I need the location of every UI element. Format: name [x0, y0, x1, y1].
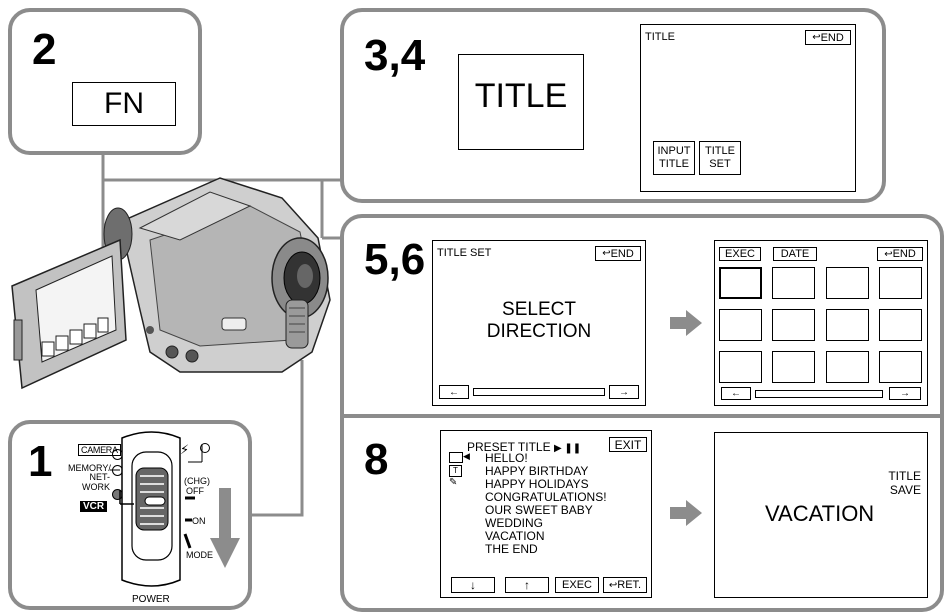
grid-cell[interactable]: [826, 309, 869, 341]
preset-item[interactable]: CONGRATULATIONS!: [485, 490, 607, 504]
end-button[interactable]: ↩END: [805, 30, 851, 45]
select-direction-screen: TITLE SET ↩END SELECT DIRECTION ← →: [432, 240, 646, 406]
preset-item[interactable]: WEDDING: [485, 516, 543, 530]
right-arrow-icon: →: [900, 388, 910, 399]
charge-label: (CHG): [184, 476, 210, 486]
preset-item[interactable]: THE END: [485, 542, 538, 556]
grid-cell[interactable]: [719, 309, 762, 341]
step-34-panel: 3,4 TITLE TITLE ↩END INPUT TITLE TITLE S…: [340, 8, 886, 203]
flash-icon: ⚡: [180, 442, 190, 457]
scroll-bar[interactable]: [473, 388, 605, 396]
vacation-preview-screen: TITLE SAVE VACATION: [714, 432, 928, 598]
return-icon: ↩: [608, 579, 618, 591]
grid-cell[interactable]: [719, 351, 762, 383]
power-switch[interactable]: [12, 424, 256, 614]
on-label: ON: [192, 516, 206, 526]
up-button[interactable]: ↑: [505, 577, 549, 593]
return-icon: ↩: [884, 248, 893, 260]
return-button[interactable]: ↩RET.: [603, 577, 647, 593]
step-34-number: 3,4: [364, 31, 426, 80]
grid-cell[interactable]: [772, 351, 815, 383]
scroll-bar-2[interactable]: [755, 390, 883, 398]
grid-cell[interactable]: [879, 309, 922, 341]
step-1-number: 1: [28, 437, 53, 486]
fn-button[interactable]: FN: [72, 82, 176, 126]
vcr-label: VCR: [80, 501, 108, 512]
title-set-button[interactable]: TITLE SET: [699, 141, 741, 175]
grid-cell[interactable]: [879, 351, 922, 383]
folder-icon: [449, 452, 463, 463]
title-button[interactable]: TITLE: [458, 54, 584, 150]
preset-title-heading: PRESET TITLE ▶ ❚❚: [467, 440, 582, 454]
step-2-panel: 2 FN: [8, 8, 202, 155]
end-button-3[interactable]: ↩END: [877, 247, 923, 261]
grid-cell[interactable]: [772, 309, 815, 341]
play-pause-icon: ▶ ❚❚: [553, 443, 582, 454]
step-56-number: 5,6: [364, 235, 426, 284]
power-label: POWER: [132, 594, 170, 605]
step-56-8-panel: 5,6 TITLE SET ↩END SELECT DIRECTION ← → …: [340, 214, 944, 612]
left-arrow-icon: ←: [731, 388, 741, 399]
edit-pen-icon: ✎: [449, 477, 458, 488]
grid-cell[interactable]: [826, 267, 869, 299]
grid-cell[interactable]: [826, 351, 869, 383]
push-down-arrow-icon: [210, 488, 240, 573]
preset-item[interactable]: HAPPY HOLIDAYS: [485, 477, 589, 491]
memory-network-label: MEMORY/ NET- WORK: [68, 463, 111, 492]
return-icon: ↩: [812, 32, 821, 43]
preset-item[interactable]: OUR SWEET BABY: [485, 503, 593, 517]
step-2-number: 2: [32, 25, 57, 74]
up-arrow-icon: ↑: [524, 578, 530, 592]
vacation-title-text: VACATION: [765, 501, 875, 526]
next-arrow-icon: [670, 310, 702, 341]
selector-icon: ◀: [463, 451, 470, 461]
right-arrow-button[interactable]: →: [609, 385, 639, 399]
title-set-heading: TITLE SET: [437, 247, 492, 259]
grid-cell[interactable]: [772, 267, 815, 299]
exec-button-2[interactable]: EXEC: [555, 577, 599, 593]
date-button[interactable]: DATE: [773, 247, 817, 261]
title-menu-heading: TITLE: [645, 31, 675, 43]
preset-item[interactable]: HAPPY BIRTHDAY: [485, 464, 589, 478]
input-title-button[interactable]: INPUT TITLE: [653, 141, 695, 175]
exec-button[interactable]: EXEC: [719, 247, 761, 261]
preset-item[interactable]: VACATION: [485, 529, 545, 543]
title-save-label: TITLE SAVE: [888, 469, 921, 498]
title-grid-screen: EXEC DATE ↩END ← →: [714, 240, 928, 406]
panel-divider: [340, 414, 944, 418]
down-arrow-icon: ↓: [470, 578, 476, 592]
step-1-panel: 1 CAMERA MEMORY/ NET- WORK VCR ⚡ (CHG) O…: [8, 420, 252, 610]
grid-cell[interactable]: [879, 267, 922, 299]
charge-lamp-icon: [200, 443, 210, 453]
exit-button[interactable]: EXIT: [609, 437, 647, 452]
right-arrow-button-2[interactable]: →: [889, 387, 921, 400]
select-direction-message: SELECT DIRECTION: [486, 299, 592, 342]
left-arrow-button-2[interactable]: ←: [721, 387, 751, 400]
return-icon: ↩: [602, 248, 611, 259]
next-arrow-icon-2: [670, 500, 702, 531]
right-arrow-icon: →: [619, 386, 629, 398]
off-label: OFF: [186, 486, 204, 496]
mode-label: MODE: [186, 550, 213, 560]
text-icon: T: [449, 465, 462, 477]
step-8-number: 8: [364, 435, 389, 484]
left-arrow-button[interactable]: ←: [439, 385, 469, 399]
left-arrow-icon: ←: [449, 386, 459, 398]
preset-item[interactable]: HELLO!: [485, 451, 528, 465]
title-menu-screen: TITLE ↩END INPUT TITLE TITLE SET: [640, 24, 856, 192]
end-button-2[interactable]: ↩END: [595, 246, 641, 261]
grid-cell-selected[interactable]: [719, 267, 762, 299]
down-button[interactable]: ↓: [451, 577, 495, 593]
preset-title-screen: PRESET TITLE ▶ ❚❚ EXIT ◀ T ✎ HELLO! HAPP…: [440, 430, 652, 598]
